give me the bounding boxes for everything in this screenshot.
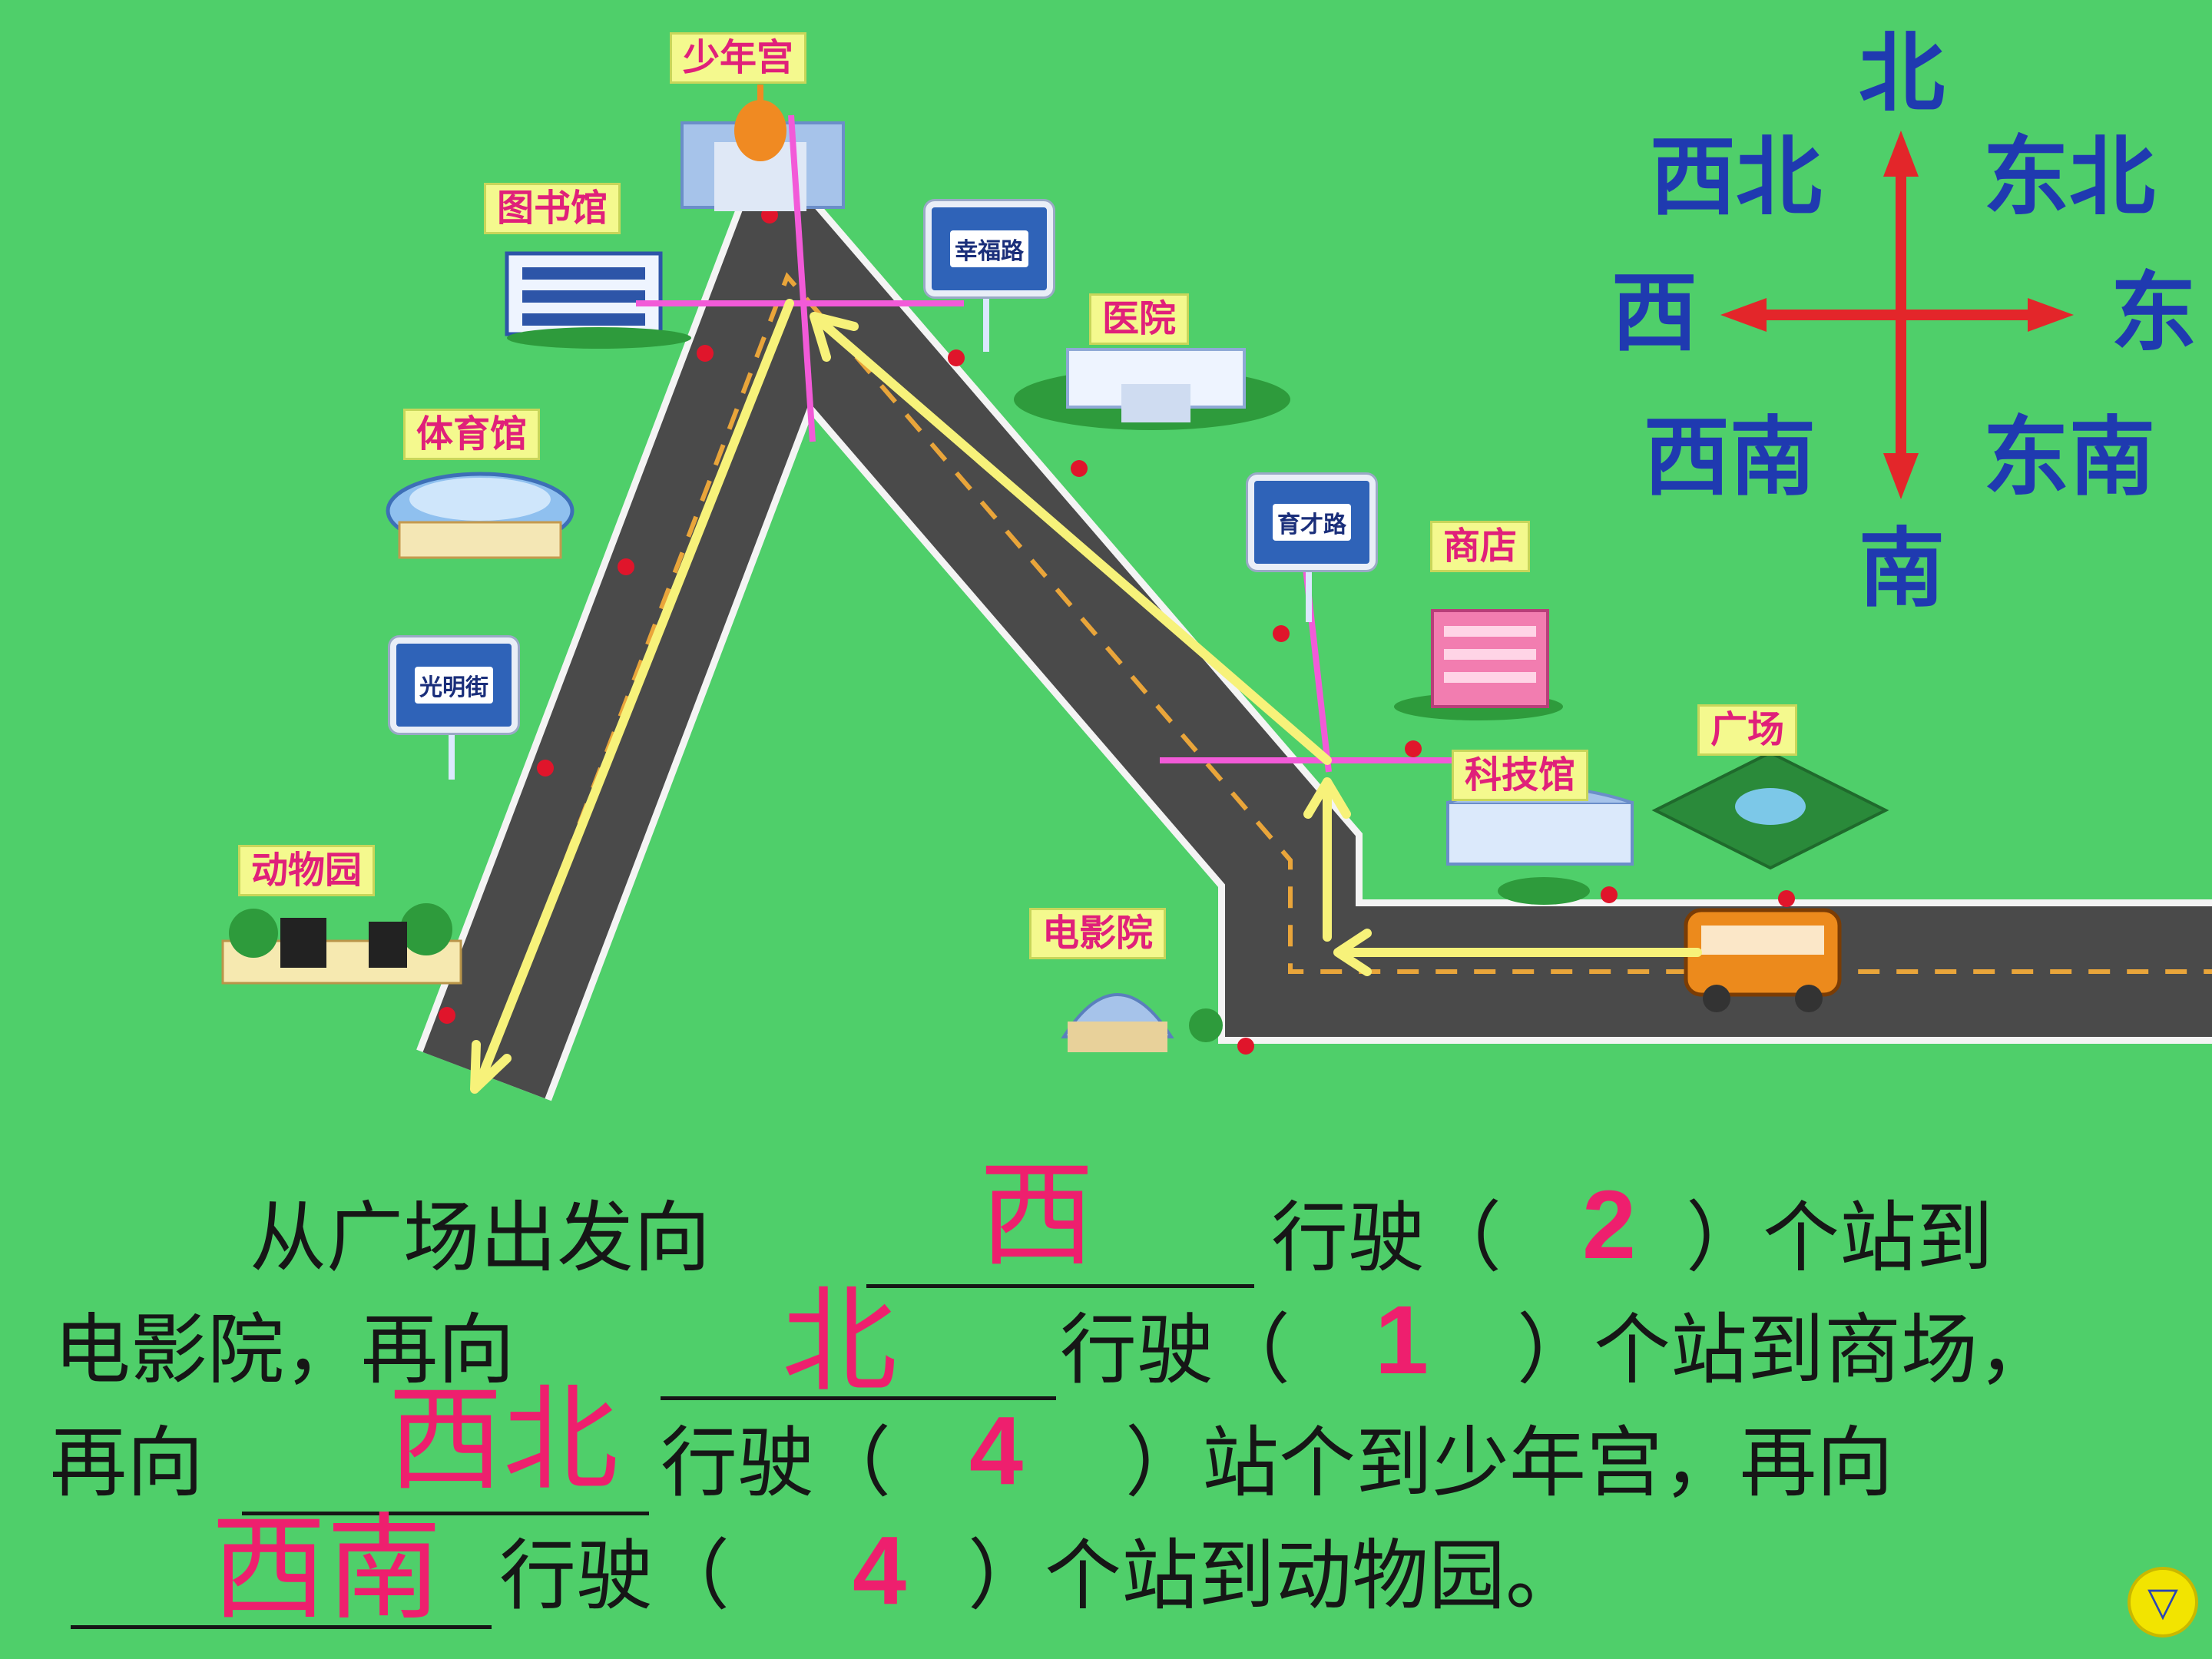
sign-pole-happiness (983, 283, 989, 352)
compass-southeast: 东南 (1983, 407, 2155, 508)
sentence-line-4: 行驶（ ）个站到动物园。 (0, 1538, 2212, 1622)
label-cinema: 电影院 (1029, 908, 1167, 959)
sign-pole-guangming (449, 718, 455, 780)
answer-direction-3: 西北 (388, 1373, 619, 1507)
label-zoo: 动物园 (238, 845, 376, 896)
compass-northeast: 东北 (1983, 127, 2155, 227)
label-library: 图书馆 (484, 183, 621, 234)
building-library (505, 251, 691, 349)
sign-pole-yucai (1306, 561, 1312, 622)
building-hospital (1014, 348, 1290, 430)
label-tech-museum: 科技馆 (1452, 750, 1589, 801)
next-slide-button[interactable]: ▽ (2128, 1567, 2198, 1637)
crosshair-children-palace (636, 114, 964, 442)
line4-suffix: ）个站到动物园。 (968, 1531, 1582, 1621)
compass-east: 东 (2111, 263, 2197, 363)
compass-southwest: 西南 (1644, 407, 1816, 508)
label-shop: 商店 (1430, 521, 1531, 572)
route-map (221, 84, 2212, 1101)
compass-northwest: 西北 (1650, 127, 1822, 227)
answer-count-2: 1 (1375, 1286, 1429, 1394)
sentence-line-1: 从广场出发向 行驶（ ）个站到 (0, 1200, 2212, 1284)
compass-arrows (1720, 131, 2074, 499)
building-tech-museum (1446, 786, 1634, 905)
line3-prefix: 再向 (50, 1418, 204, 1508)
label-stadium: 体育馆 (403, 409, 541, 460)
street-sign-text: 光明街 (415, 667, 493, 704)
answer-count-4: 4 (853, 1516, 907, 1624)
compass-south: 南 (1859, 518, 1945, 619)
sentence-line-3: 再向 行驶（ ）站个到少年宫，再向 (0, 1425, 2212, 1509)
blank-direction-2[interactable] (661, 1396, 1056, 1400)
street-sign-text: 育才路 (1273, 504, 1351, 541)
answer-direction-4: 西南 (211, 1502, 442, 1636)
compass-west: 西 (1611, 263, 1697, 363)
line3-suffix: ）站个到少年宫，再向 (1125, 1418, 1893, 1508)
triangle-down-icon: ▽ (2147, 1579, 2178, 1625)
building-shop (1394, 609, 1563, 720)
line4-mid: 行驶（ (499, 1531, 730, 1621)
line1-suffix: ）个站到 (1686, 1193, 1993, 1283)
building-zoo (221, 903, 462, 985)
answer-count-3: 4 (969, 1396, 1024, 1505)
answer-direction-2: 北 (782, 1275, 898, 1409)
label-children-palace: 少年宫 (670, 32, 807, 84)
bus-stop-dots (439, 207, 1795, 1055)
street-sign-yucai-road: 育才路 (1248, 475, 1376, 570)
building-cinema (1061, 993, 1223, 1052)
line1-mid: 行驶（ (1271, 1193, 1502, 1283)
compass-north: 北 (1859, 23, 1945, 124)
blank-direction-4[interactable] (71, 1625, 492, 1629)
street-sign-guangming-street: 光明街 (390, 637, 518, 733)
route-arrows (470, 299, 1702, 1094)
street-sign-text: 幸福路 (950, 230, 1028, 267)
sentence-line-2: 电影院，再向 行驶（ ）个站到商场， (0, 1312, 2212, 1396)
building-stadium (386, 472, 575, 559)
bus (1684, 908, 1842, 1012)
line3-mid: 行驶（ (661, 1418, 891, 1508)
label-square: 广场 (1697, 704, 1798, 756)
answer-direction-1: 西 (979, 1149, 1095, 1283)
blank-direction-1[interactable] (866, 1284, 1254, 1288)
street-sign-happiness-road: 幸福路 (926, 201, 1053, 296)
label-hospital: 医院 (1089, 293, 1190, 345)
line2-prefix: 电影院，再向 (54, 1305, 515, 1395)
road-network (416, 137, 2212, 1101)
answer-count-1: 2 (1582, 1171, 1637, 1279)
building-square (1651, 750, 1889, 870)
building-children-palace (680, 84, 845, 211)
line2-suffix: ）个站到商场， (1517, 1305, 2055, 1395)
blank-direction-3[interactable] (242, 1512, 649, 1515)
line2-mid: 行驶（ (1060, 1305, 1290, 1395)
line1-prefix: 从广场出发向 (250, 1193, 710, 1283)
